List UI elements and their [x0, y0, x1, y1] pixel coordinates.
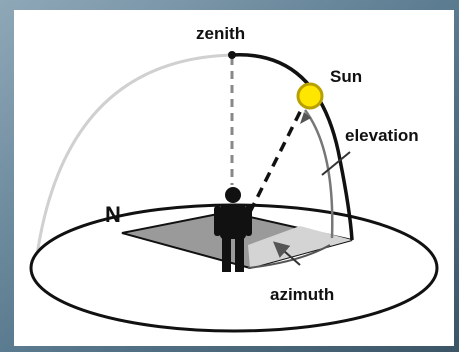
zenith-label: zenith [196, 24, 245, 43]
elevation-label: elevation [345, 126, 419, 145]
north-label: N [105, 202, 121, 227]
sun-label: Sun [330, 67, 362, 86]
sun-icon [298, 84, 322, 108]
azimuth-label: azimuth [270, 285, 334, 304]
